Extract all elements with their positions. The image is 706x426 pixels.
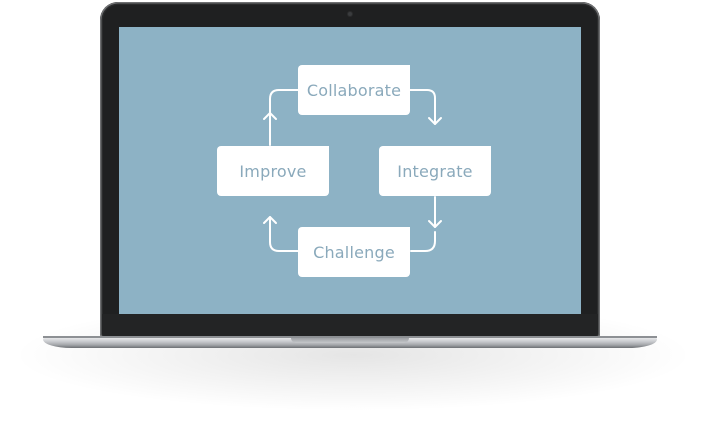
laptop-screen: Collaborate Integrate Challenge Improve [119, 27, 581, 314]
laptop-lid: Collaborate Integrate Challenge Improve [100, 2, 600, 338]
cycle-diagram [263, 89, 442, 252]
node-improve: Improve [217, 146, 329, 196]
node-integrate: Integrate [379, 146, 491, 196]
arrow-collaborate-to-integrate [409, 89, 436, 125]
arrow-challenge-to-improve-left [269, 216, 299, 252]
laptop-base [43, 338, 657, 348]
node-collaborate: Collaborate [298, 65, 410, 115]
node-challenge-label: Challenge [313, 242, 395, 262]
arrowhead-integrate-to-challenge [428, 220, 442, 228]
trackpad-notch [291, 338, 409, 343]
arrow-challenge-to-improve [410, 231, 436, 252]
arrowhead-collaborate-to-integrate [428, 117, 442, 125]
node-collaborate-label: Collaborate [306, 80, 402, 100]
node-challenge: Challenge [298, 227, 410, 277]
hinge [43, 336, 657, 338]
screen-bottom-bezel [102, 314, 598, 336]
node-improve-label: Improve [239, 161, 307, 181]
node-integrate-label: Integrate [397, 161, 473, 181]
arrowhead-challenge-to-improve [263, 216, 277, 224]
camera-icon [348, 12, 352, 16]
arrow-improve-to-collaborate-top [269, 89, 299, 114]
